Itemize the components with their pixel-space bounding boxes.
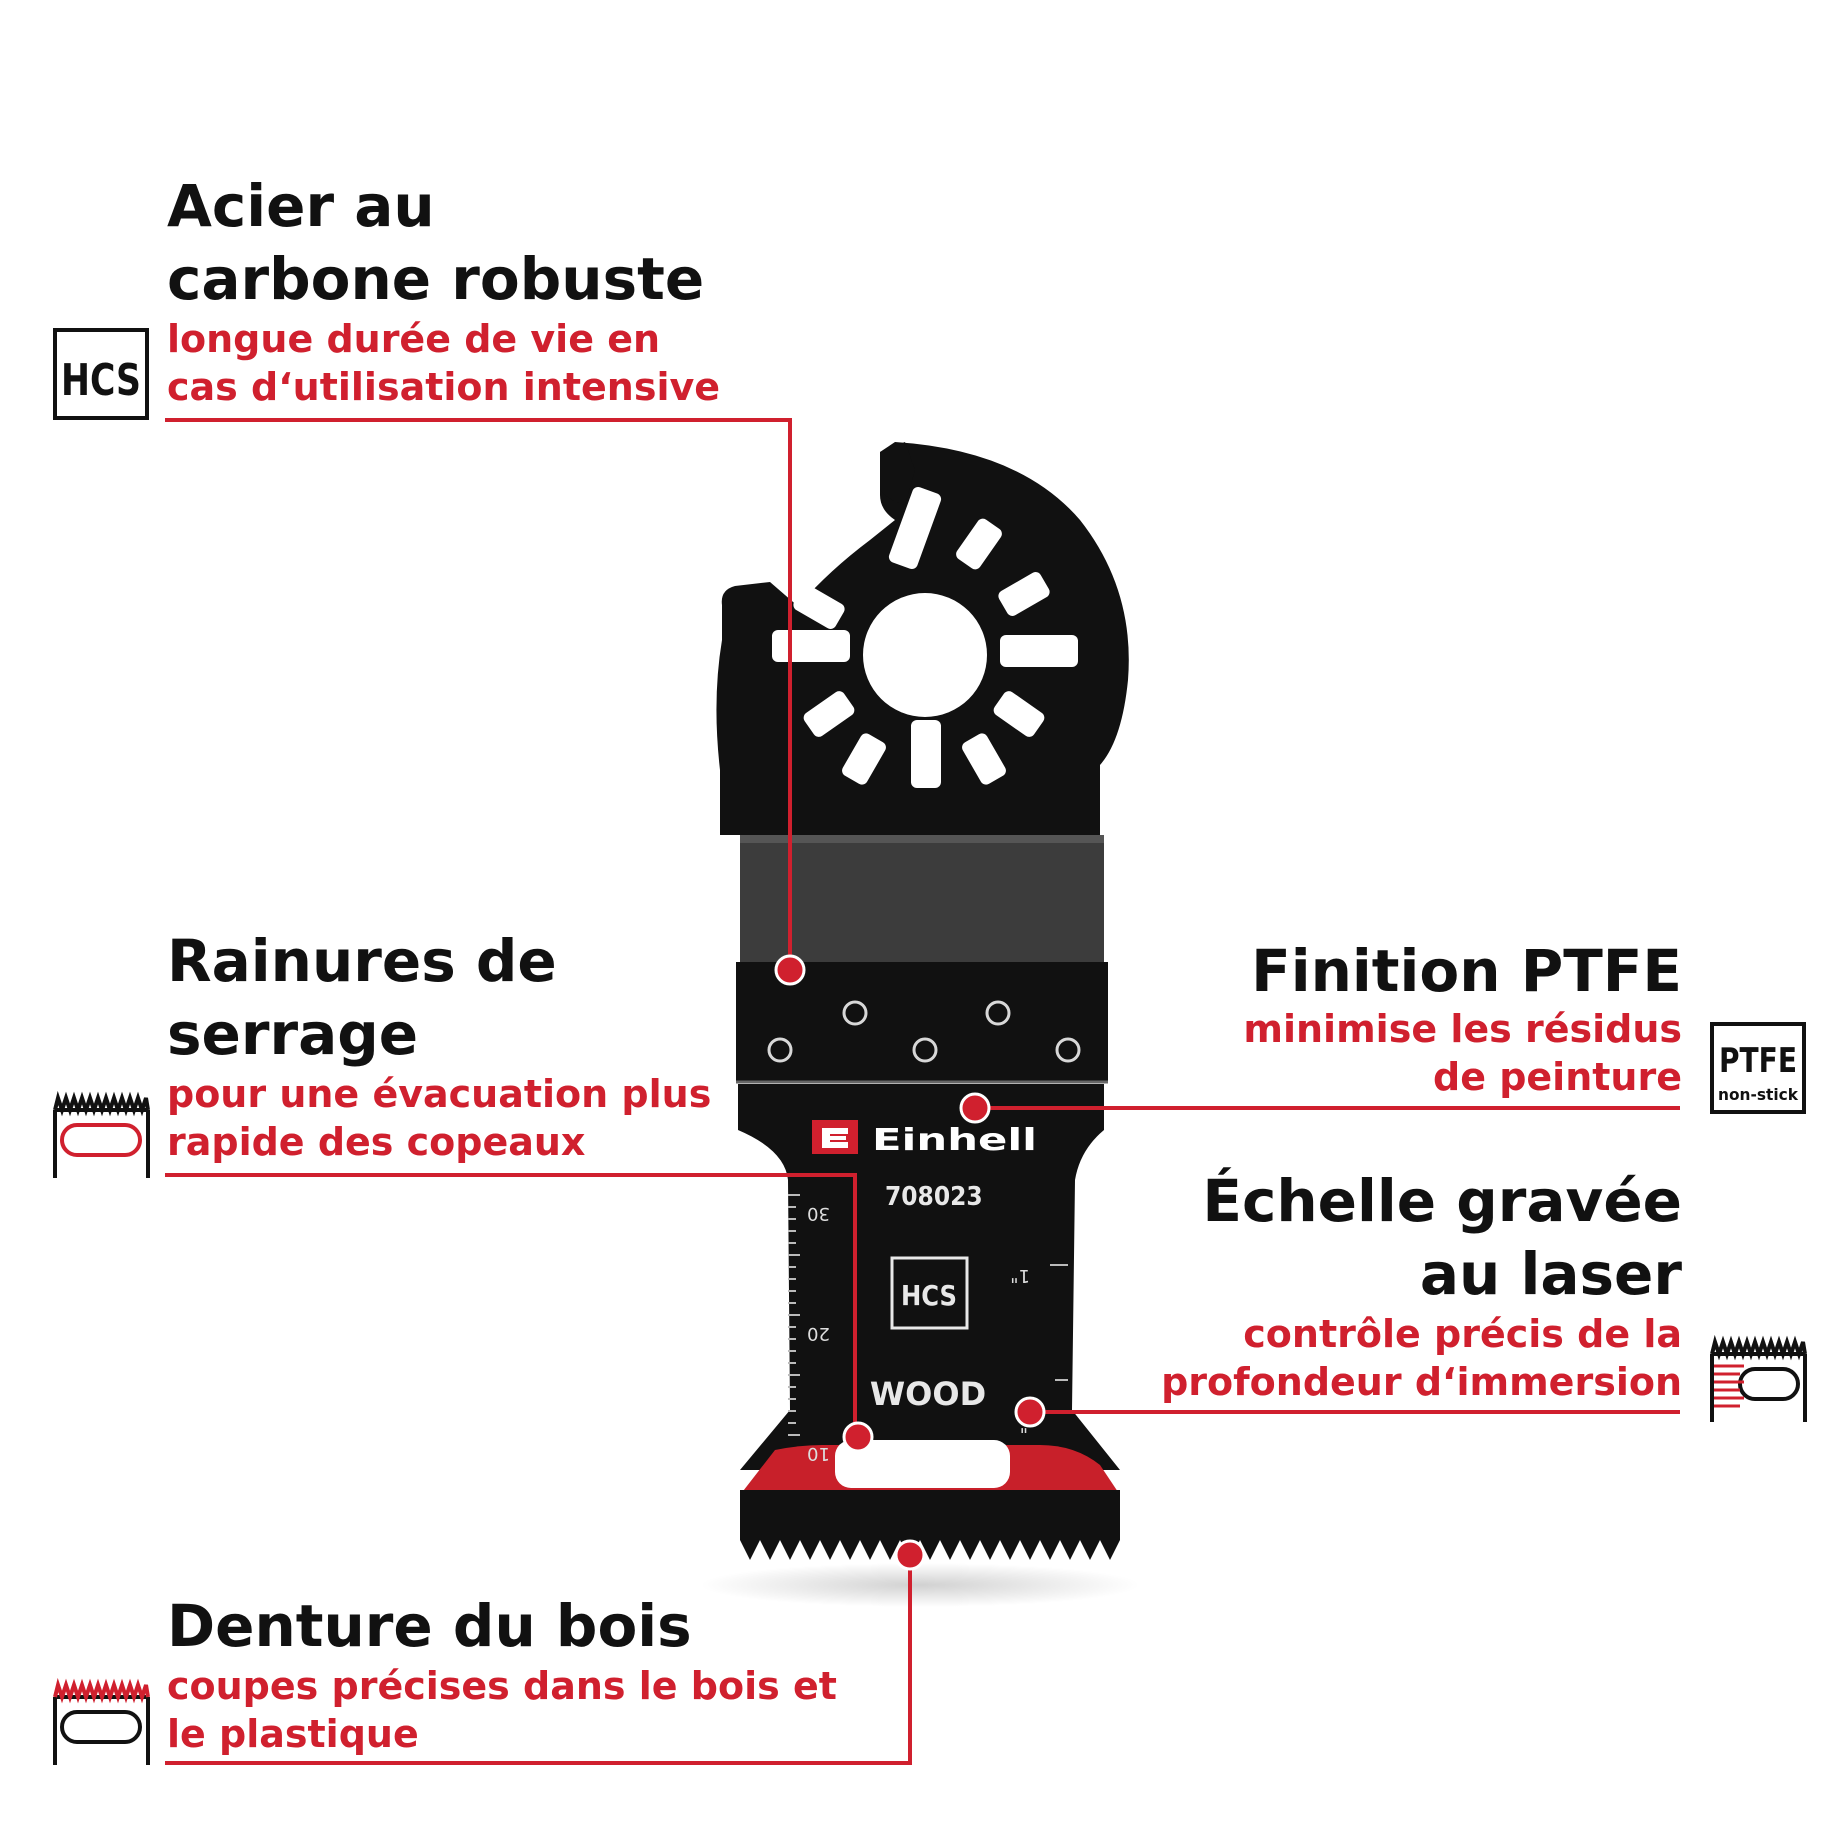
saw-blade-image: Einhell 708023 HCS WOOD [716, 442, 1129, 1560]
callout-dot-ptfe [959, 1092, 991, 1124]
feature-grooves-title: Rainures de serrage [167, 925, 557, 1071]
feature-ptfe-subtitle-line-2: de peinture [1433, 1055, 1682, 1099]
feature-ptfe-title: Finition PTFE [1251, 935, 1682, 1008]
ptfe-badge-text: PTFE [1719, 1041, 1797, 1081]
feature-teeth-subtitle-line-1: coupes précises dans le bois et [167, 1664, 837, 1708]
depth-scale-ticks [788, 1194, 1068, 1436]
callout-dot-teeth [894, 1539, 926, 1571]
blade-head-tab [880, 442, 915, 505]
blade-model-number: 708023 [885, 1182, 983, 1212]
feature-teeth-title: Denture du bois [167, 1590, 692, 1663]
feature-teeth-subtitle-line-2: le plastique [167, 1712, 419, 1756]
feature-hcs-subtitle-line-2: cas d‘utilisation intensive [167, 365, 721, 409]
feature-grooves-subtitle-line-1: pour une évacuation plus [167, 1072, 712, 1116]
feature-scale-subtitle: contrôle précis de la profondeur d‘immer… [1161, 1310, 1682, 1406]
ptfe-badge-icon: PTFE non-stick [1710, 1022, 1806, 1114]
feature-teeth-subtitle: coupes précises dans le bois et le plast… [167, 1662, 837, 1758]
feature-ptfe-subtitle: minimise les résidus de peinture [1243, 1005, 1682, 1101]
hcs-badge-icon: HCS [53, 328, 149, 420]
hcs-badge-text: HCS [61, 355, 141, 406]
feature-teeth-title-line-1: Denture du bois [167, 1592, 692, 1660]
blade-neck [740, 835, 1104, 965]
feature-ptfe-subtitle-line-1: minimise les résidus [1243, 1007, 1682, 1051]
feature-grooves-subtitle-line-2: rapide des copeaux [167, 1120, 586, 1164]
feature-hcs-title-line-1: Acier au [167, 172, 435, 240]
feature-grooves-title-line-1: Rainures de [167, 927, 557, 995]
callout-line-hcs [165, 418, 792, 970]
wood-teeth-icon [53, 1677, 150, 1765]
callout-dots [774, 954, 1046, 1571]
blade-hcs-stamp [890, 1256, 969, 1330]
feature-scale-title: Échelle gravée au laser [1202, 1165, 1682, 1311]
callout-line-teeth [165, 1555, 912, 1765]
callout-lines [165, 418, 1680, 1765]
clamping-grooves-icon [53, 1090, 150, 1178]
blade-brand-text: Einhell [872, 1123, 1037, 1158]
feature-hcs-title-line-2: carbone robuste [167, 245, 705, 313]
blade-shadow [700, 1563, 1140, 1607]
callout-line-grooves [165, 1173, 857, 1440]
callout-dot-grooves [842, 1421, 874, 1453]
feature-ptfe-title-line-1: Finition PTFE [1251, 937, 1682, 1005]
blade-teeth [740, 1490, 1120, 1560]
scale-label-30: 30 [807, 1203, 830, 1224]
feature-scale-title-line-1: Échelle gravée [1202, 1167, 1682, 1235]
feature-grooves-title-line-2: serrage [167, 1000, 419, 1068]
feature-hcs-subtitle: longue durée de vie en cas d‘utilisation… [167, 315, 720, 411]
laser-scale-icon [1710, 1334, 1807, 1422]
blade-body [738, 1084, 1120, 1470]
mount-star-cutout [772, 486, 1078, 788]
callout-dot-hcs [774, 954, 806, 986]
feature-scale-subtitle-line-2: profondeur d‘immersion [1161, 1360, 1682, 1404]
blade-bottom-slot [835, 1440, 1010, 1488]
feature-scale-subtitle-line-1: contrôle précis de la [1243, 1312, 1682, 1356]
scale-label-20: 20 [807, 1323, 830, 1344]
inch-label-1: 1" [1010, 1265, 1030, 1286]
scale-label-10: 10 [807, 1443, 830, 1464]
blade-hcs-text: HCS [901, 1279, 957, 1312]
rivets [767, 1000, 1081, 1063]
blade-application-text: WOOD [870, 1375, 986, 1413]
feature-scale-title-line-2: au laser [1419, 1240, 1682, 1308]
feature-hcs-subtitle-line-1: longue durée de vie en [167, 317, 661, 361]
callout-dot-scale [1014, 1396, 1046, 1428]
feature-hcs-title: Acier au carbone robuste [167, 170, 704, 316]
feature-grooves-subtitle: pour une évacuation plus rapide des cope… [167, 1070, 711, 1166]
ptfe-badge-subtext: non-stick [1718, 1085, 1798, 1104]
